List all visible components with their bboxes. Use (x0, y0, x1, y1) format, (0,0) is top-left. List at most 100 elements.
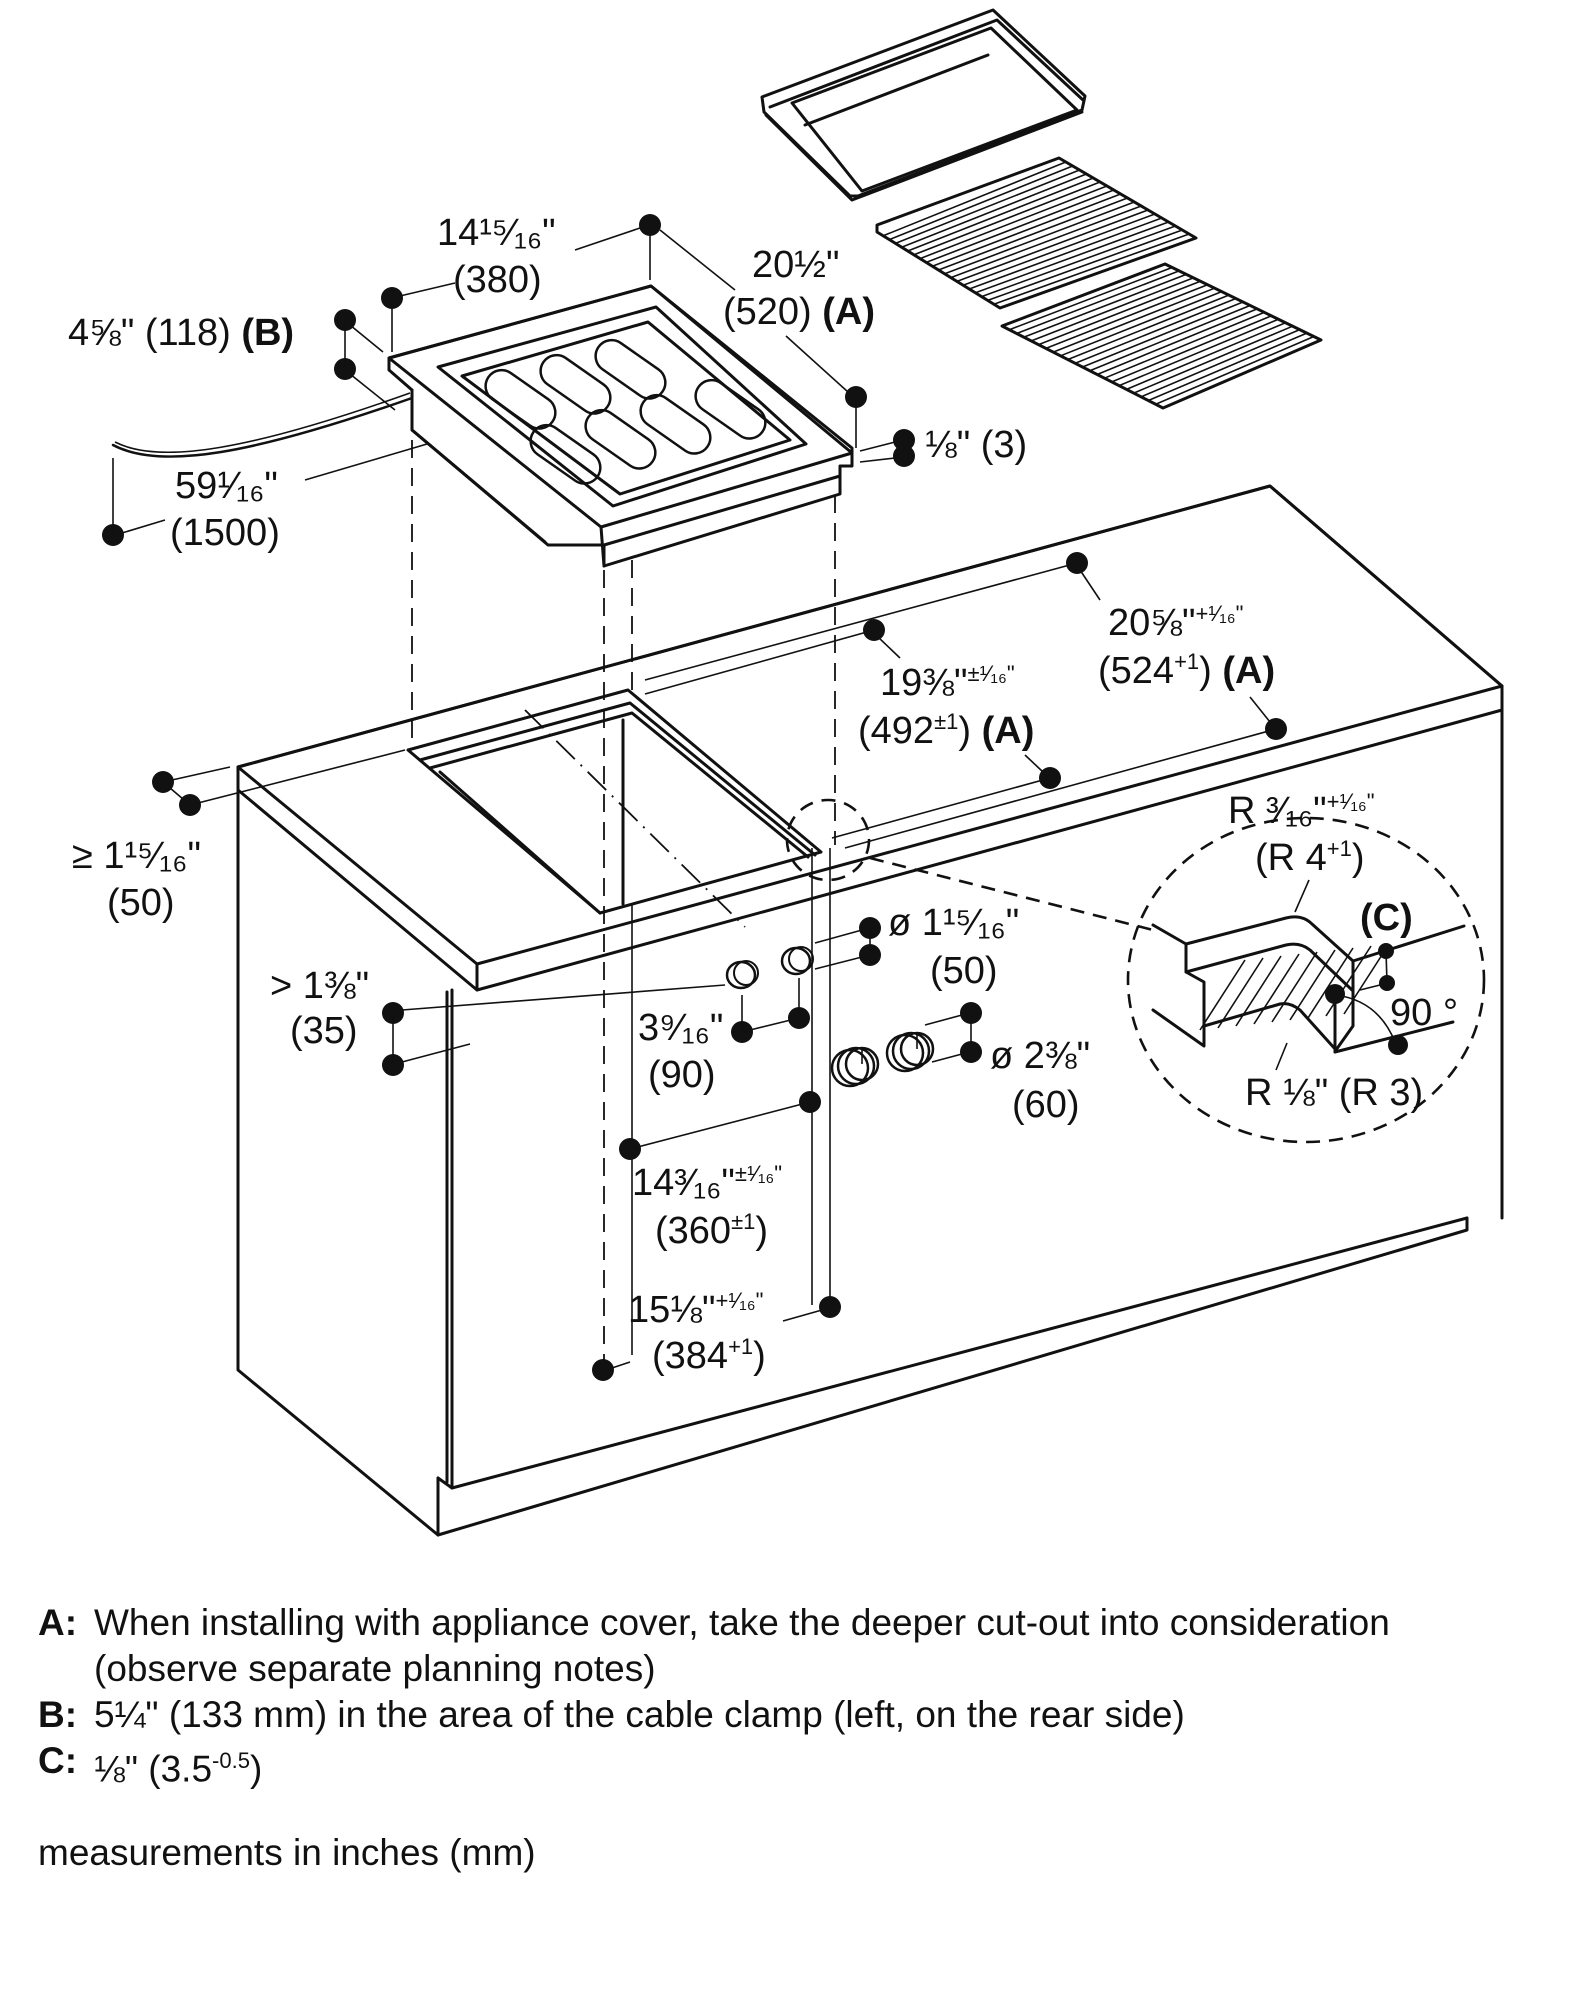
label-worktop-thickness-metric: (35) (290, 1010, 358, 1052)
hatch-line (1217, 957, 1264, 1029)
label-cutout-width-inner-metric: (360±1) (655, 1209, 768, 1252)
label-detail-radius-top-metric: (R 4+1) (1255, 836, 1365, 879)
footnote-c-value: ⅛" (3.5 (94, 1748, 213, 1790)
label-cutout-width-outer-imperial: 15⅛"+¹⁄₁₆" (628, 1288, 763, 1331)
cutout-width-outer-metric-tol: +1 (728, 1334, 753, 1359)
footnote-key: C: (38, 1740, 78, 1781)
cutout-width-inner-tolerance: ±¹⁄₁₆" (735, 1161, 782, 1186)
grate-rib (932, 193, 1121, 267)
hatch-line (1271, 951, 1318, 1023)
heating-element-loop (594, 338, 667, 400)
grate-rib (962, 213, 1156, 286)
hatch-line (1253, 953, 1300, 1025)
paren-close: ) (958, 710, 971, 752)
grate-rib (938, 197, 1128, 271)
plate-rib (1045, 283, 1208, 350)
plate-rib (1009, 266, 1173, 331)
detail-callout (785, 798, 1486, 1144)
label-knob-outer-diameter-metric: (60) (1012, 1084, 1080, 1126)
heating-element-loop (694, 378, 767, 440)
plate-rib (1126, 321, 1286, 391)
hatch-line (1325, 945, 1372, 1017)
label-cutout-width-inner-imperial: 14³⁄₁₆"±¹⁄₁₆" (632, 1161, 782, 1204)
hatch-line (1307, 947, 1354, 1019)
grate-rib (944, 201, 1135, 275)
paren-close: ) (1352, 837, 1365, 879)
footnote-key: B: (38, 1694, 78, 1735)
label-appliance-width-imperial: 14¹⁵⁄₁₆" (437, 212, 556, 254)
grate-rib (919, 185, 1108, 260)
plate-rib (1038, 280, 1201, 346)
dimension-markers (102, 214, 1408, 1381)
paren-close: ) (249, 1748, 263, 1790)
knob-holes (725, 946, 814, 990)
hatch-line (1199, 959, 1246, 1031)
plate-rib (1052, 287, 1215, 353)
grill-module (111, 284, 854, 568)
cutout-depth-outer-tolerance: +¹⁄₁₆" (1195, 601, 1243, 626)
hatch-line (1235, 955, 1282, 1027)
label-cutout-depth-inner-metric: (492±1) (A) (858, 709, 1034, 752)
grate-rib (925, 189, 1115, 264)
cutout-width-outer-tolerance: +¹⁄₁₆" (715, 1288, 763, 1313)
label-appliance-depth-metric: (520) (A) (723, 291, 875, 333)
grate-rib (993, 233, 1190, 305)
paren-close: ) (755, 1210, 768, 1252)
installation-diagram: 14¹⁵⁄₁₆" (380) 20½" (520) (A) 4⅝" (118) … (68, 8, 1504, 1537)
cutout-width-outer-metric: (384 (652, 1335, 728, 1377)
plate-rib (1111, 315, 1272, 383)
cutout-depth-inner-value: 19⅜" (880, 662, 967, 704)
hatch-line (1289, 949, 1336, 1021)
plate-rib (1082, 301, 1244, 368)
cutout-width-inner-metric-tol: ±1 (731, 1209, 755, 1234)
grate-rib (968, 217, 1163, 290)
label-detail-radius-top: R ³⁄₁₆"+¹⁄₁₆" (1228, 789, 1375, 832)
plate-rib (1140, 328, 1301, 398)
label-knob-spacing-imperial: 3⁹⁄₁₆" (638, 1007, 723, 1049)
label-rim-height: ⅛" (3) (925, 424, 1027, 466)
detail-radius-top-tolerance: +¹⁄₁₆" (1327, 789, 1375, 814)
label-cutout-depth-outer-imperial: 20⅝"+¹⁄₁₆" (1108, 601, 1243, 644)
heating-element-loop (529, 423, 602, 485)
label-cutout-depth-inner-imperial: 19⅜"±¹⁄₁₆" (880, 661, 1015, 704)
cutout-depth-inner-metric: (492 (858, 710, 934, 752)
plate-rib (1148, 332, 1308, 402)
cutout-depth-outer-metric-tol: +1 (1174, 649, 1199, 674)
cutout-depth-inner-metric-tol: ±1 (934, 709, 958, 734)
cutout-depth-outer-metric: (524 (1098, 650, 1174, 692)
cutout-width-inner-value: 14³⁄₁₆" (632, 1162, 735, 1204)
detail-radius-top-metric: (R 4 (1255, 837, 1327, 879)
note-a-ref: (A) (822, 291, 875, 333)
cutout-width-inner-metric: (360 (655, 1210, 731, 1252)
grill-grate (875, 156, 1198, 310)
label-knob-spacing-metric: (90) (648, 1054, 716, 1096)
label-cable-length-imperial: 59¹⁄₁₆" (175, 465, 278, 507)
grate-rib (889, 165, 1073, 241)
grate-rib (975, 221, 1169, 294)
label-cutout-depth-outer-metric: (524+1) (A) (1098, 649, 1275, 692)
label-detail-note-c: (C) (1360, 897, 1413, 939)
dimension-labels: 14¹⁵⁄₁₆" (380) 20½" (520) (A) 4⅝" (118) … (68, 212, 1458, 1377)
plate-rib (1067, 294, 1230, 361)
heating-element-loop (484, 368, 557, 430)
plate-rib (1155, 335, 1315, 406)
label-knob-outer-diameter-imperial: ø 2⅜" (990, 1035, 1090, 1077)
label-cable-length-metric: (1500) (170, 512, 280, 554)
plate-rib (1030, 277, 1194, 342)
footnote-b: B: 5¼" (133 mm) in the area of the cable… (38, 1692, 1538, 1738)
note-b-ref: (B) (241, 312, 294, 354)
footnotes: A: When installing with appliance cover,… (38, 1600, 1538, 1792)
grate-rib (882, 161, 1067, 237)
footnote-text: ⅛" (3.5-0.5) (94, 1738, 1538, 1792)
footnote-text: When installing with appliance cover, ta… (94, 1602, 1390, 1689)
grate-rib (956, 209, 1149, 283)
detail-radius-top-value: R ³⁄₁₆" (1228, 790, 1327, 832)
footnote-key: A: (38, 1602, 78, 1643)
paren-close: ) (753, 1335, 766, 1377)
label-detail-angle: 90 ° (1390, 992, 1458, 1034)
appliance-depth-metric: (520) (723, 291, 812, 333)
cabinet (236, 708, 1504, 1537)
label-front-edge-imperial: ≥ 1¹⁵⁄₁₆" (72, 835, 201, 877)
plate-rib (1023, 273, 1187, 338)
label-appliance-width-metric: (380) (453, 259, 542, 301)
